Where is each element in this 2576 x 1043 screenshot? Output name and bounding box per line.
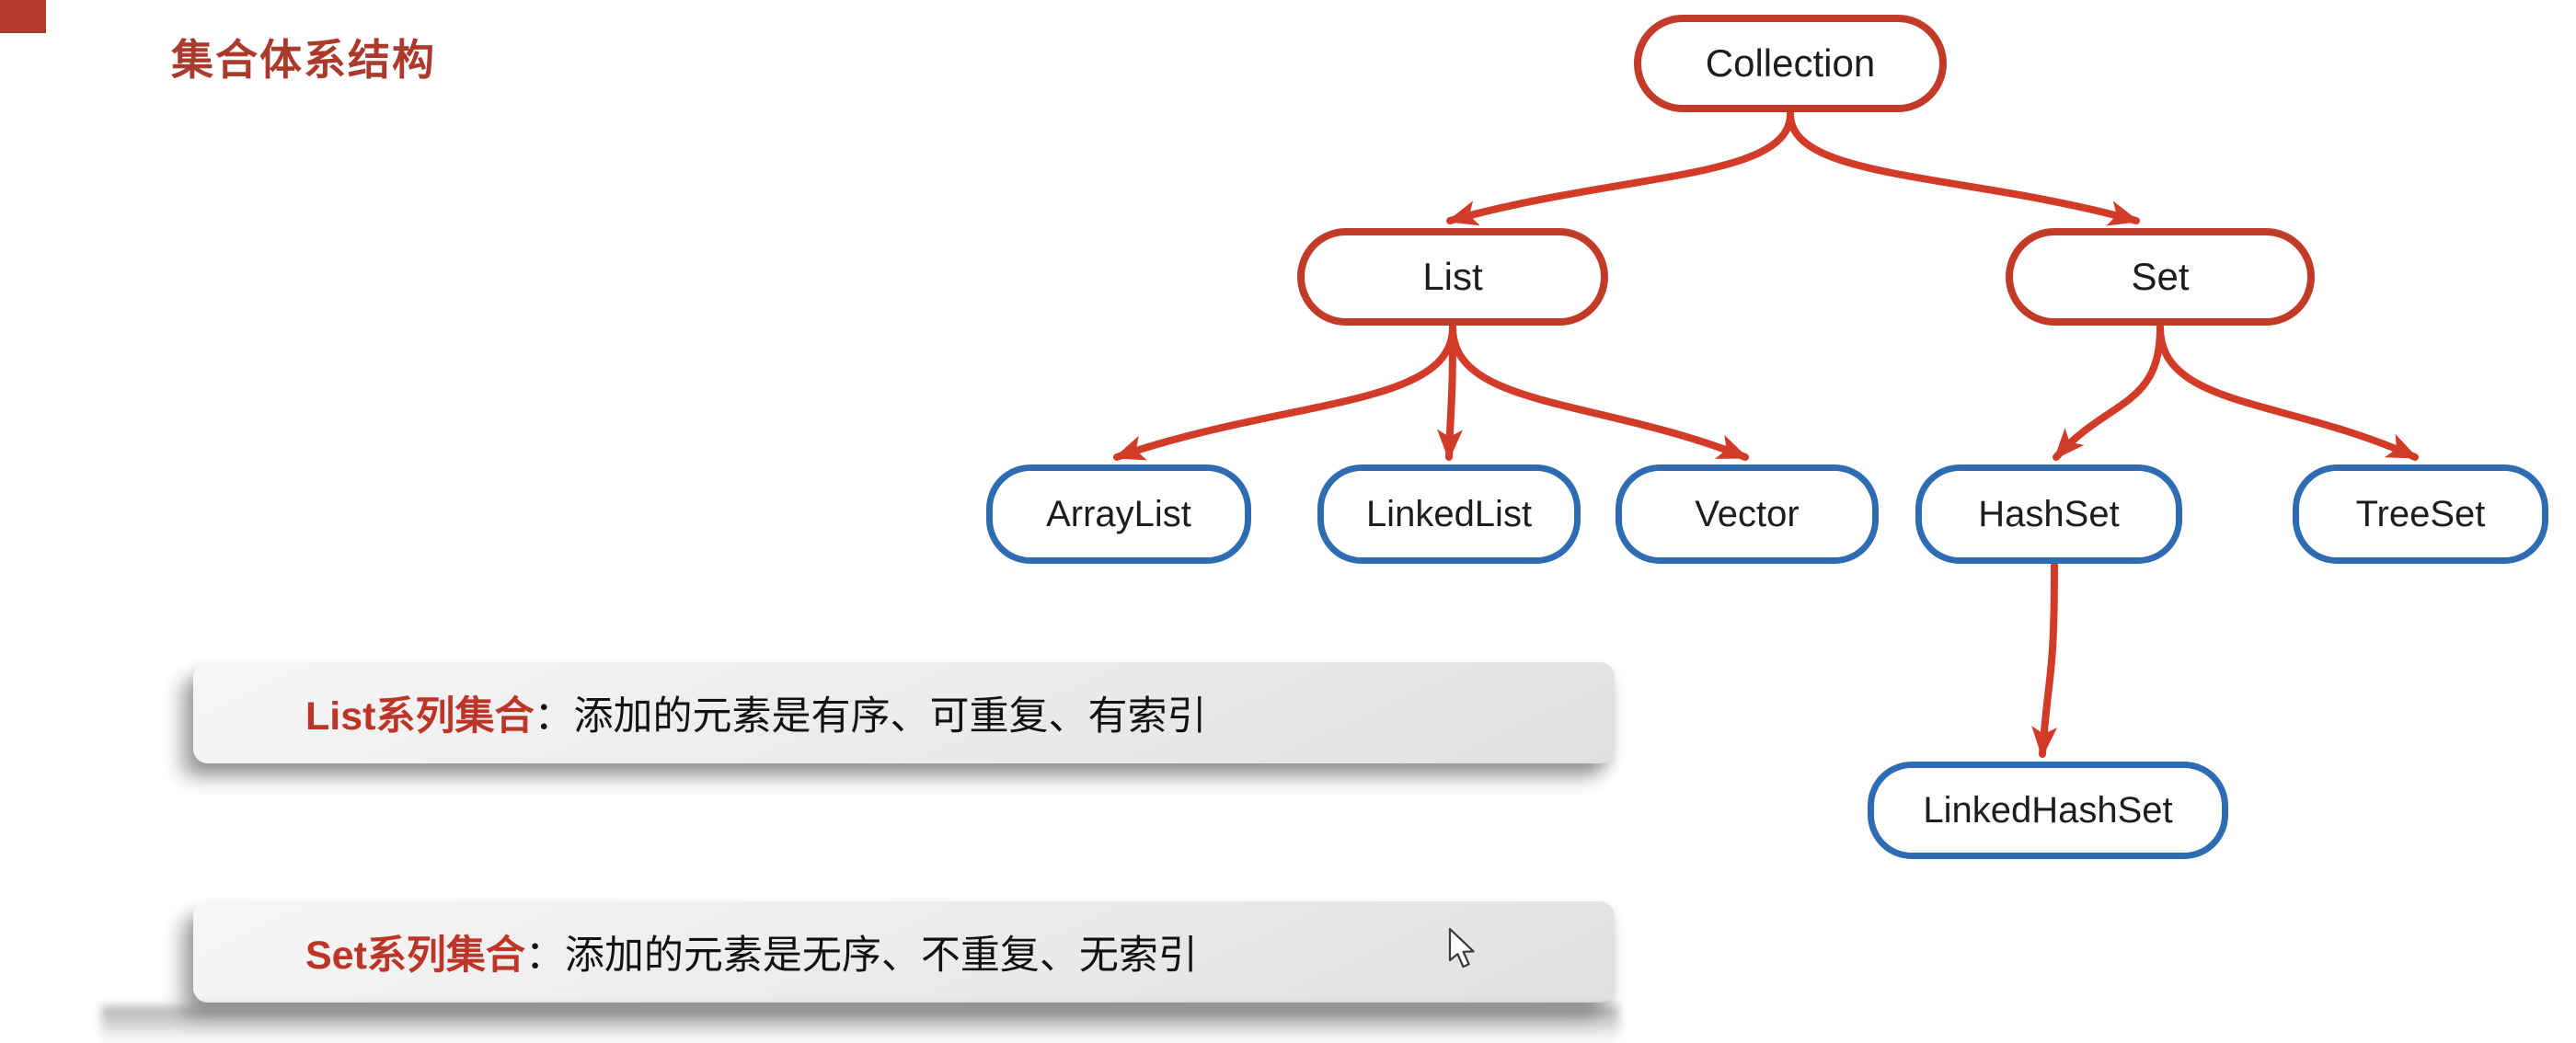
node-label: Set	[2131, 255, 2190, 298]
node-list: List	[1297, 228, 1608, 326]
edge-list-to-linkedlist	[1436, 324, 1463, 461]
node-label: Vector	[1695, 493, 1800, 534]
corner-accent-block	[0, 0, 46, 33]
edge-hashset-to-linkedhashset	[2031, 562, 2058, 758]
node-linkedhashset: LinkedHashSet	[1868, 762, 2228, 859]
page-title: 集合体系结构	[171, 36, 436, 84]
node-arraylist: ArrayList	[986, 464, 1251, 564]
node-treeset: TreeSet	[2293, 464, 2548, 564]
edge-collection-to-set	[1787, 110, 2140, 226]
callout-list-body: ：添加的元素是有序、可重复、有索引	[534, 694, 1207, 739]
callout-set-body: ：添加的元素是无序、不重复、无索引	[524, 934, 1198, 978]
callout-list-heading: List系列集合	[305, 694, 535, 739]
edge-set-to-hashset	[2053, 324, 2164, 461]
node-label: Collection	[1705, 41, 1876, 85]
node-label: LinkedList	[1365, 493, 1533, 534]
node-label: TreeSet	[2355, 493, 2486, 534]
mouse-cursor	[1448, 927, 1475, 968]
edge-collection-to-list	[1446, 110, 1794, 226]
node-set: Set	[2006, 228, 2315, 326]
edge-list-to-vector	[1449, 324, 1749, 461]
node-label: List	[1422, 255, 1483, 298]
node-label: HashSet	[1978, 493, 2120, 534]
node-collection: Collection	[1634, 15, 1947, 112]
node-label: ArrayList	[1046, 493, 1191, 534]
node-linkedlist: LinkedList	[1317, 464, 1581, 564]
slide-bottom-shadow	[101, 1006, 1619, 1043]
node-label: LinkedHashSet	[1923, 789, 2173, 831]
node-vector: Vector	[1616, 464, 1879, 564]
edge-list-to-arraylist	[1113, 324, 1456, 461]
callout-list-series: List系列集合：添加的元素是有序、可重复、有索引	[193, 662, 1615, 763]
node-hashset: HashSet	[1915, 464, 2182, 564]
edge-set-to-treeset	[2156, 324, 2419, 461]
callout-set-heading: Set系列集合	[305, 934, 525, 978]
callout-set-series: Set系列集合：添加的元素是无序、不重复、无索引	[193, 901, 1615, 1003]
